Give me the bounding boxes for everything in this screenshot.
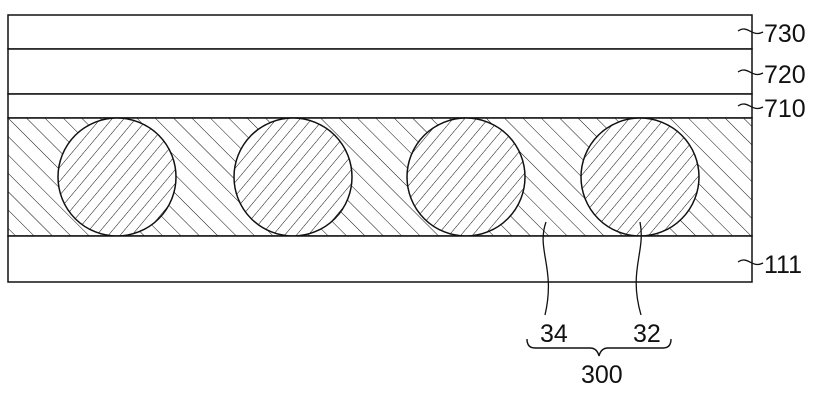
- label-32: 32: [633, 320, 661, 348]
- label-730: 730: [764, 20, 806, 48]
- label-300: 300: [581, 361, 623, 389]
- leader-line-111: [737, 259, 764, 266]
- label-111: 111: [764, 251, 802, 279]
- group-brace-300: [526, 338, 672, 357]
- label-720: 720: [764, 61, 806, 89]
- layer-730: [7, 14, 753, 50]
- leader-line-710: [737, 103, 764, 110]
- particle-circle: [580, 117, 700, 237]
- leader-line-730: [737, 28, 764, 35]
- leader-line-34: [542, 221, 549, 316]
- layer-720: [7, 48, 753, 95]
- substrate-111: [7, 235, 753, 283]
- particle-circle: [57, 117, 177, 237]
- particle-circle: [233, 117, 353, 237]
- particle-circle: [406, 117, 526, 237]
- label-710: 710: [764, 95, 806, 123]
- leader-line-32: [635, 221, 642, 316]
- label-34: 34: [540, 320, 568, 348]
- leader-line-720: [737, 69, 764, 76]
- layer-710: [7, 93, 753, 119]
